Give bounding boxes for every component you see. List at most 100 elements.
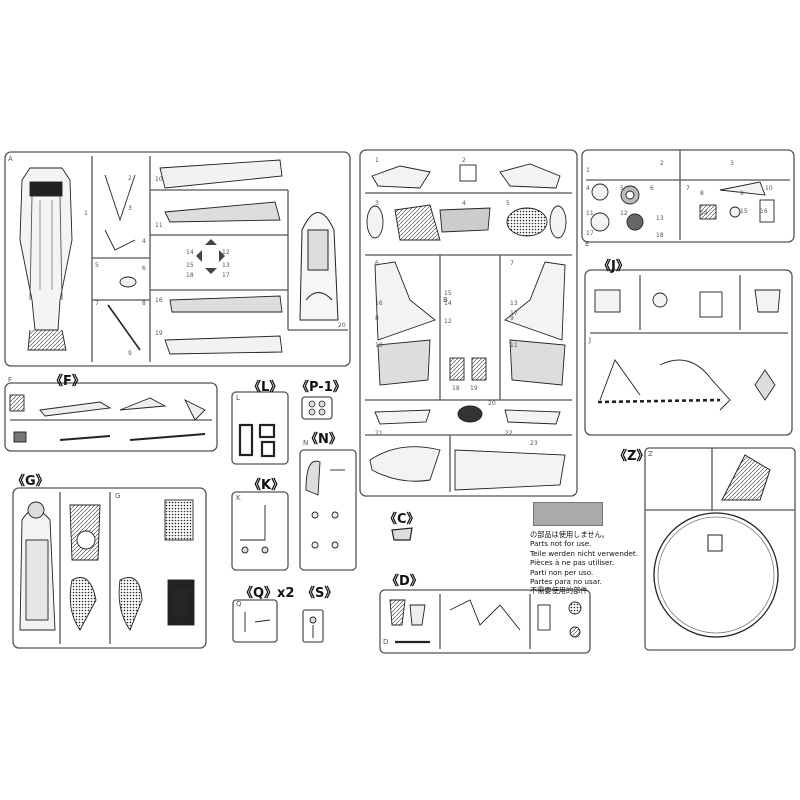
sprue-a-part-number: 11 [155,222,163,229]
sprue-e-part-number: 10 [765,185,773,192]
sprue-a-part-number: 12 [222,249,230,256]
sprue-b-part-number: 14 [444,300,452,307]
frame-letter-k: K [236,494,241,502]
frame-letter-l: L [236,394,240,402]
sprue-a-part-number: 5 [95,262,99,269]
sprue-b-part-number: 18 [452,385,460,392]
sprue-e-part-number: 7 [686,185,690,192]
sprue-b-part-number: 4 [462,200,466,207]
sprue-b-part-number: 12 [444,318,452,325]
sprue-k-frame [231,491,289,571]
sprue-e-part-number: 2 [660,160,664,167]
sprue-l-frame [231,391,289,465]
sprue-e-parts [590,181,775,232]
sprue-b-part-number: 17 [510,310,518,317]
sprue-label-f: 《F》 [50,374,85,389]
sprue-n-frame [299,449,357,571]
sprue-a-part-number: 16 [155,297,163,304]
sprue-p1-frame [301,396,333,420]
sprue-label-z: 《Z》 [614,449,650,464]
notice-line-zh: 不需要使用的部件 [530,586,588,596]
sprue-label-j: 《J》 [598,259,629,274]
unused-parts-notice: の部品は使用しません。 Parts not for use. Teile wer… [530,530,638,596]
sprue-g-frame [12,487,207,649]
notice-line-fr: Pièces à ne pas utiliser. [530,558,615,568]
sprue-e-frame [581,149,795,243]
sprue-a-part-number: 13 [222,262,230,269]
sprue-label-g: 《G》 [12,474,49,489]
sprue-c-part [391,527,413,541]
sprue-e-part-number: 8 [700,190,704,197]
sprue-b-part-number: 5 [506,200,510,207]
sprue-b-parts [366,163,567,491]
sprue-label-c: 《C》 [384,512,420,527]
sprue-g-parts [19,499,195,631]
sprue-z-parts [653,454,779,638]
sprue-e-part-number: 17 [586,230,594,237]
sprue-b-part-number: 11 [510,342,518,349]
sprue-e-part-number: 4 [586,185,590,192]
notice-line-es: Partes para no usar. [530,577,602,587]
sprue-b-part-number: 23 [530,440,538,447]
sprue-a-frame [4,151,351,367]
sprue-a-part-number: 6 [142,265,146,272]
sprue-q-parts [244,612,271,632]
sprue-e-part-number: 14 [700,210,708,217]
sprue-f-frame [4,382,218,452]
sprue-a-part-number: 14 [186,249,194,256]
sprue-b-part-number: 7 [510,260,514,267]
frame-letter-g: G [115,492,121,500]
sprue-a-small-parts [196,239,225,274]
sprue-s-parts [309,616,317,638]
sprue-e-part-number: 5 [620,185,624,192]
frame-letter-d: D [383,638,389,646]
sprue-a-canopy-part [299,212,339,321]
sprue-b-part-number: 19 [470,385,478,392]
sprue-b-frame [359,149,578,497]
frame-letter-q: Q [236,600,242,608]
sprue-b-part-number: 3 [375,200,379,207]
notice-line-jp: の部品は使用しません。 [530,530,609,539]
notice-line-it: Parti non per uso. [530,567,594,577]
sprue-a-part-number: 3 [128,205,132,212]
sprue-a-part-number: 18 [186,272,194,279]
sprue-d-frame [379,589,591,654]
sprue-b-part-number: 16 [375,300,383,307]
sprue-label-q: 《Q》x2 [240,586,295,601]
sprue-label-d: 《D》 [386,574,423,589]
frame-letter-b: B [443,296,448,304]
frame-letter-a: A [8,155,13,163]
sprue-e-part-number: 16 [760,208,768,215]
sprue-a-part-number: 20 [338,322,346,329]
sprue-b-part-number: 1 [375,157,379,164]
sprue-e-part-number: 11 [586,210,594,217]
sprue-a-part-number: 7 [95,300,99,307]
sprue-b-part-number: 20 [488,400,496,407]
sprue-d-parts [389,599,582,644]
sprue-label-n: 《N》 [305,432,342,447]
frame-letter-j: J [589,336,592,344]
sprue-b-part-number: 15 [444,290,452,297]
sprue-j-parts [594,289,781,411]
sprue-e-part-number: 15 [740,208,748,215]
sprue-e-part-number: 13 [656,215,664,222]
sprue-p1-parts [308,400,326,416]
sprue-z-frame [644,447,796,651]
sprue-a-part-number: 9 [128,350,132,357]
sprue-e-part-number: 18 [656,232,664,239]
sprue-b-part-number: 2 [462,157,466,164]
sprue-a-part-number: 10 [155,176,163,183]
sprue-e-part-number: 12 [620,210,628,217]
sprue-s-frame [302,609,324,643]
sprue-label-s: 《S》 [302,586,338,601]
sprue-a-part-number: 15 [186,262,194,269]
sprue-e-part-number: 1 [586,167,590,174]
frame-letter-e: E [585,240,590,248]
frame-letter-n: N [303,439,309,447]
sprue-n-parts [305,460,345,549]
sprue-b-part-number: 10 [375,342,383,349]
sprue-e-part-number: 6 [650,185,654,192]
sprue-b-part-number: 13 [510,300,518,307]
sprue-f-parts [9,394,206,443]
